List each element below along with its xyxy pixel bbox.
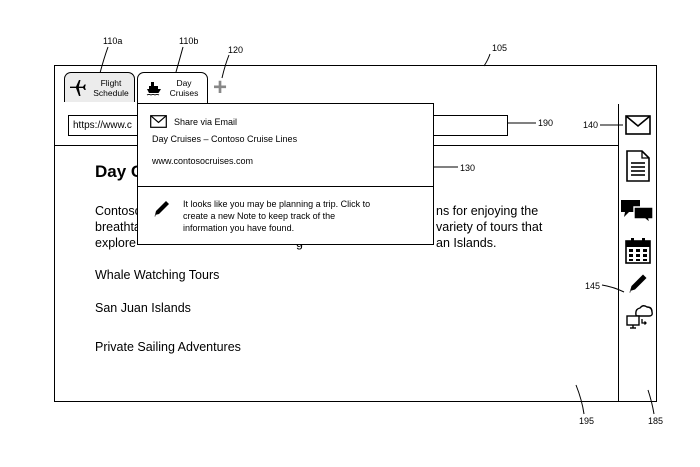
ref-label-130: 130 — [460, 163, 476, 173]
para-line: breathta — [95, 220, 141, 234]
ref-label-105: 105 — [492, 43, 508, 53]
para-line: an Islands. — [436, 236, 497, 250]
share-via-email-label[interactable]: Share via Email — [174, 117, 238, 127]
pen-icon[interactable] — [152, 198, 172, 218]
leader-145 — [601, 284, 625, 293]
ref-label-145: 145 — [585, 281, 601, 291]
link-whale-watching[interactable]: Whale Watching Tours — [95, 268, 220, 282]
tab-label-line1: Flight — [100, 78, 122, 88]
para-line: explore — [95, 236, 136, 250]
popup-divider — [138, 186, 433, 187]
para-line: Contoso — [95, 204, 142, 218]
airplane-icon — [70, 80, 86, 96]
ref-label-195: 195 — [579, 416, 595, 426]
ref-label-120: 120 — [228, 45, 244, 55]
leader-105 — [483, 53, 491, 67]
link-san-juan[interactable]: San Juan Islands — [95, 301, 191, 315]
note-line: It looks like you may be planning a trip… — [183, 199, 371, 209]
address-value: https://www.c — [73, 120, 132, 131]
paragraph-left: Contoso breathta explore — [95, 203, 142, 251]
cloud-sync-icon[interactable] — [624, 303, 654, 331]
plus-icon[interactable]: + — [213, 74, 228, 101]
ref-label-185: 185 — [648, 416, 664, 426]
para-line: ns for enjoying the — [436, 204, 539, 218]
tab-label-line2: Cruises — [169, 88, 199, 98]
para-line: variety of tours that — [436, 220, 543, 234]
ref-label-140: 140 — [583, 120, 599, 130]
document-icon[interactable] — [626, 150, 650, 182]
tab-label-line2: Schedule — [93, 88, 129, 98]
note-suggestion[interactable]: It looks like you may be planning a trip… — [183, 198, 370, 234]
tab-day-cruises[interactable]: Day Cruises — [137, 72, 208, 104]
mail-icon[interactable] — [150, 115, 167, 128]
share-url: www.contosocruises.com — [152, 156, 254, 166]
cruise-ship-icon — [146, 82, 161, 96]
tab-flight-schedule[interactable]: Flight Schedule — [64, 72, 135, 102]
ref-label-110a: 110a — [103, 36, 123, 46]
leader-185 — [647, 389, 655, 415]
browser-window — [54, 65, 657, 402]
tab-label-line1: Day — [176, 78, 192, 88]
share-popup: Share via Email Day Cruises – Contoso Cr… — [137, 103, 434, 245]
pen-icon[interactable] — [627, 272, 649, 294]
leader-195 — [575, 384, 585, 415]
page-title: Day C — [95, 162, 144, 181]
app-sidebar — [618, 104, 656, 402]
mail-icon[interactable] — [625, 115, 651, 135]
ref-label-110b: 110b — [179, 36, 199, 46]
paragraph-right: ns for enjoying the variety of tours tha… — [436, 203, 542, 251]
leader-110b — [175, 46, 184, 73]
note-line: create a new Note to keep track of the — [183, 211, 336, 221]
link-private-sailing[interactable]: Private Sailing Adventures — [95, 340, 241, 354]
note-line: information you have found. — [183, 223, 295, 233]
calendar-icon[interactable] — [625, 238, 651, 264]
leader-110a — [99, 46, 109, 74]
chat-icon[interactable] — [620, 198, 654, 224]
share-title: Day Cruises – Contoso Cruise Lines — [152, 134, 298, 144]
ref-label-190: 190 — [538, 118, 554, 128]
